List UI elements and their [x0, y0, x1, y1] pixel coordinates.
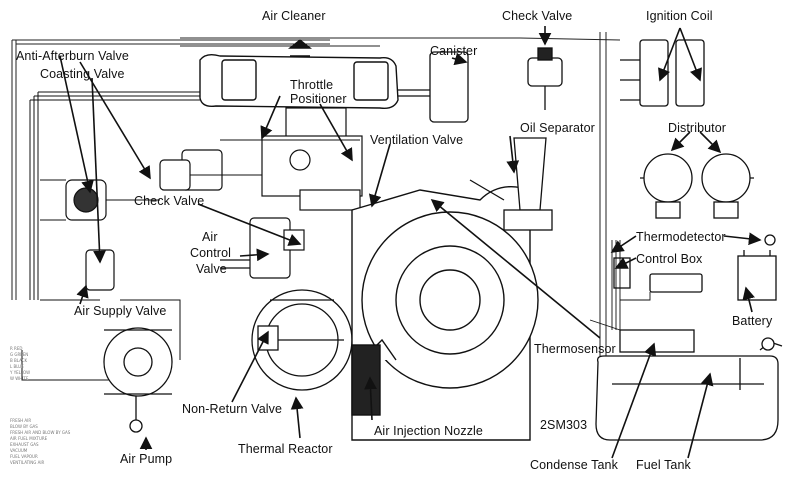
label-air: Air: [202, 230, 218, 244]
label-thermodetector: Thermodetector: [636, 230, 726, 244]
air-pump-shape: [103, 327, 173, 433]
legend-entry: BLOW BY GAS: [10, 424, 38, 429]
legend-entry: W WHITE: [10, 376, 29, 381]
control-box-shape: [613, 234, 777, 301]
label-battery: Battery: [732, 314, 773, 328]
flow-legend: FRESH AIR BLOW BY GAS FRESH AIR AND BLOW…: [10, 418, 70, 466]
legend-entry: FRESH AIR: [10, 418, 32, 423]
label-ignition-coil: Ignition Coil: [646, 9, 713, 23]
air-cleaner-shape: [199, 39, 399, 110]
vacuum-lines: [21, 91, 360, 381]
label-distributor: Distributor: [668, 121, 727, 135]
label-thermosensor: Thermosensor: [534, 342, 616, 356]
label-valve: Valve: [196, 262, 227, 276]
legend-entry: B BLACK: [10, 358, 28, 363]
legend-entry: L BLUE: [10, 364, 24, 369]
label-throttle: Throttle: [290, 78, 334, 92]
oil-separator-shape: [469, 137, 553, 231]
check-valve-top-shape: [527, 47, 563, 110]
label-positioner: Positioner: [290, 92, 347, 106]
legend-entry: VACUUM: [10, 448, 28, 453]
carburetor-shape: [181, 107, 363, 211]
label-air-cleaner: Air Cleaner: [262, 9, 326, 23]
label-canister: Canister: [430, 44, 478, 58]
legend-entry: R RED: [10, 346, 23, 351]
label-control: Control: [190, 246, 231, 260]
engine-block-shape: [351, 186, 539, 441]
thermal-reactor-shape: [251, 289, 353, 391]
left-valves: [65, 159, 191, 291]
canister-shape: [398, 51, 469, 123]
label-air-injection-nozzle: Air Injection Nozzle: [374, 424, 483, 438]
top-wiring-harness: [11, 32, 621, 420]
leader-lines: [59, 26, 762, 459]
control-wires: [589, 240, 651, 331]
label-air-pump: Air Pump: [120, 452, 173, 466]
label-oil-separator: Oil Separator: [520, 121, 595, 135]
label-non-return-valve: Non-Return Valve: [182, 402, 283, 416]
wire-color-legend: R RED G GREEN B BLACK L BLUE Y YELLOW W …: [10, 346, 30, 382]
label-anti-afterburn-valve: Anti-Afterburn Valve: [16, 49, 129, 63]
distributors-shape: [640, 153, 754, 219]
label-check-valve-top: Check Valve: [502, 9, 573, 23]
label-fuel-tank: Fuel Tank: [636, 458, 691, 472]
label-diagram-code: 2SM303: [540, 418, 588, 432]
legend-entry: Y YELLOW: [10, 370, 31, 375]
label-check-valve-mid: Check Valve: [134, 194, 205, 208]
label-control-box: Control Box: [636, 252, 703, 266]
legend-entry: EXHAUST GAS: [10, 442, 39, 447]
label-condense-tank: Condense Tank: [530, 458, 618, 472]
legend-entry: FUEL VAPOUR: [10, 454, 38, 459]
ignition-coils-shape: [620, 39, 705, 107]
legend-entry: AIR FUEL MIXTURE: [10, 436, 48, 441]
label-ventilation-valve: Ventilation Valve: [370, 133, 464, 147]
label-thermal-reactor: Thermal Reactor: [238, 442, 333, 456]
legend-entry: FRESH AIR AND BLOW BY GAS: [10, 430, 71, 435]
label-coasting-valve: Coasting Valve: [40, 67, 125, 81]
legend-entry: VENTILATING AIR: [10, 460, 45, 465]
label-air-supply-valve: Air Supply Valve: [74, 304, 167, 318]
legend-entry: G GREEN: [10, 352, 29, 357]
air-control-valve-shape: [220, 217, 305, 279]
